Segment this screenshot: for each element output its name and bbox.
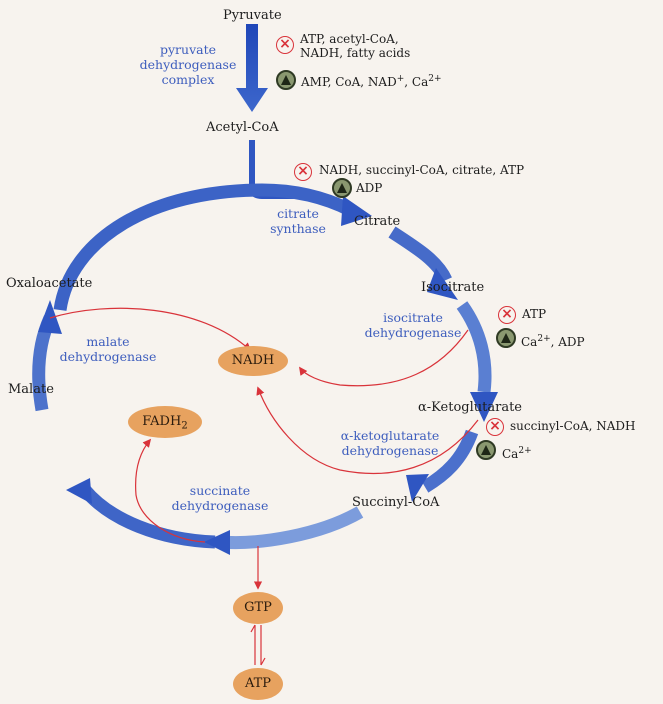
idh-activator-icon [496,328,516,348]
pdh-inhibitor-icon: × [276,36,294,54]
nadh-node: NADH [218,346,288,376]
succinyl-coa-label: Succinyl-CoA [352,495,440,510]
cycle-ring [32,183,492,549]
cycle-arrowheads [38,196,498,555]
citrate-label: Citrate [354,214,401,229]
pyruvate-label: Pyruvate [223,8,282,23]
cs-inhibitor-icon: × [294,163,312,181]
gtp-node: GTP [233,592,283,624]
pdh-enzyme-label: pyruvate dehydrogenase complex [139,42,237,87]
cs-inhibitors: NADH, succinyl-CoA, citrate, ATP [319,163,525,177]
malate-label: Malate [8,382,54,397]
akg-dehydrogenase-label: α-ketoglutarate dehydrogenase [340,428,440,458]
atp-node: ATP [233,668,283,700]
cs-activators: ADP [356,181,383,195]
isocitrate-label: Isocitrate [421,280,485,295]
akgdh-inhibitor-icon: × [486,418,504,436]
akgdh-activators: Ca2+ [502,446,532,461]
malate-dehydrogenase-label: malate dehydrogenase [59,334,157,364]
oxaloacetate-label: Oxaloacetate [6,276,93,291]
pdh-activators: AMP, CoA, NAD+, Ca2+ [301,74,442,89]
pdh-activator-icon [276,70,296,90]
gtp-atp-equilibrium [250,624,266,666]
pdh-inhibitors: ATP, acetyl-CoA, NADH, fatty acids [300,32,411,60]
pyruvate-to-acetylcoa-arrow [236,24,268,112]
isocitrate-dehydrogenase-label: isocitrate dehydrogenase [364,310,462,340]
citrate-synthase-label: citrate synthase [270,206,326,236]
acetyl-coa-label: Acetyl-CoA [206,120,279,135]
idh-inhibitor-icon: × [498,306,516,324]
akgdh-inhibitors: succinyl-CoA, NADH [510,419,636,433]
alpha-ketoglutarate-label: α-Ketoglutarate [418,400,522,415]
cs-activator-icon [332,178,352,198]
fadh2-node: FADH2 [128,406,202,438]
idh-activators: Ca2+, ADP [521,334,585,349]
akgdh-activator-icon [476,440,496,460]
product-arrows [49,307,479,590]
succinate-dehydrogenase-label: succinate dehydrogenase [171,483,269,513]
idh-inhibitors: ATP [522,307,547,321]
